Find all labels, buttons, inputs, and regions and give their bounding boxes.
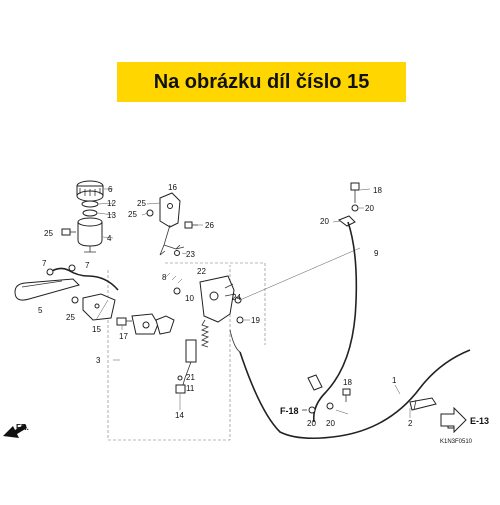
reservoir-cap: [76, 180, 104, 202]
label-19: 19: [251, 316, 260, 325]
diaphragm: [82, 209, 98, 217]
fitting-block: [131, 313, 159, 335]
screw-23: [174, 250, 180, 256]
label-18a: 18: [373, 186, 382, 195]
label-25a: 25: [44, 229, 53, 238]
label-25d: 25: [128, 210, 137, 219]
label-16: 16: [168, 183, 177, 192]
label-15: 15: [92, 325, 101, 334]
label-26: 26: [205, 221, 214, 230]
pin-10: [173, 287, 181, 295]
label-21: 21: [186, 373, 195, 382]
hose-connector: [229, 329, 241, 353]
hose-joint: [307, 374, 323, 391]
label-18b: 18: [343, 378, 352, 387]
front-label: FR.: [16, 423, 29, 432]
hose-clamp-7b: [68, 264, 76, 272]
ref-e13-label: E-13: [470, 416, 489, 426]
push-rod-assembly: [175, 339, 197, 394]
hose-7: [49, 267, 119, 291]
label-17: 17: [119, 332, 128, 341]
front-direction-arrow: FR.: [3, 423, 29, 438]
ref-f18-label: F-18: [280, 406, 299, 416]
label-12: 12: [107, 199, 116, 208]
label-8: 8: [162, 273, 167, 282]
label-10: 10: [185, 294, 194, 303]
banner-text: Na obrázku díl číslo 15: [153, 70, 370, 93]
label-13: 13: [107, 211, 116, 220]
bolt-17: [116, 317, 132, 326]
label-11: 11: [186, 384, 195, 393]
cable-bracket-2: [409, 397, 437, 411]
pin-22: [165, 272, 183, 284]
label-3: 3: [96, 356, 101, 365]
label-20d: 20: [326, 419, 335, 428]
assembly-outline-14: [165, 262, 266, 345]
reservoir: [77, 217, 103, 253]
label-14: 14: [175, 411, 184, 420]
ref-e13: E-13: [440, 406, 489, 434]
label-9: 9: [374, 249, 379, 258]
bracket-16: [159, 192, 185, 256]
pedal-lever: [14, 278, 80, 301]
label-23: 23: [186, 250, 195, 259]
label-1: 1: [392, 376, 397, 385]
bolt-24: [234, 296, 242, 304]
label-2: 2: [408, 419, 413, 428]
hose-fitting-top: [337, 215, 356, 227]
washer-20-left: [308, 406, 316, 414]
leader-9: [239, 247, 361, 301]
ref-f18: F-18: [280, 406, 307, 416]
label-7b: 7: [85, 261, 90, 270]
diagram-code: K1N3F0510: [440, 439, 473, 445]
washer-20-right: [326, 402, 334, 410]
label-25b: 25: [66, 313, 75, 322]
clutch-cable-1: [239, 349, 471, 440]
part-number-banner: Na obrázku díl číslo 15: [117, 62, 406, 102]
label-20a: 20: [365, 204, 374, 213]
label-4: 4: [107, 234, 112, 243]
ref-e13-arrow: [440, 406, 467, 434]
banjo-bolt-18: [350, 182, 360, 203]
label-22: 22: [197, 267, 206, 276]
label-6: 6: [108, 185, 113, 194]
washer-20-top: [351, 204, 359, 212]
label-5: 5: [38, 306, 43, 315]
bolt-25-lever: [71, 296, 79, 304]
hydraulic-hose-9: [312, 221, 358, 423]
hose-clamp-7a: [46, 268, 54, 276]
washer-19: [236, 316, 244, 324]
diaphragm-plate: [81, 200, 99, 208]
bolt-18-lower: [342, 388, 351, 402]
bolt-25-bracket: [146, 209, 154, 217]
label-20c: 20: [307, 419, 316, 428]
label-25c: 25: [137, 199, 146, 208]
leader-lines: [95, 188, 411, 418]
master-cylinder-body: [199, 275, 236, 323]
bolt-25-reservoir: [61, 228, 76, 236]
label-20b: 20: [320, 217, 329, 226]
part-labels: 6 12 13 4 25 7 7 5 25 15 17 3 16 25 25 2…: [38, 183, 413, 428]
plate-15: [82, 293, 116, 321]
assembly-outline-3: [107, 265, 231, 441]
label-24: 24: [232, 293, 241, 302]
clip: [155, 315, 175, 335]
label-7a: 7: [42, 259, 47, 268]
piston-spring: [200, 319, 210, 348]
